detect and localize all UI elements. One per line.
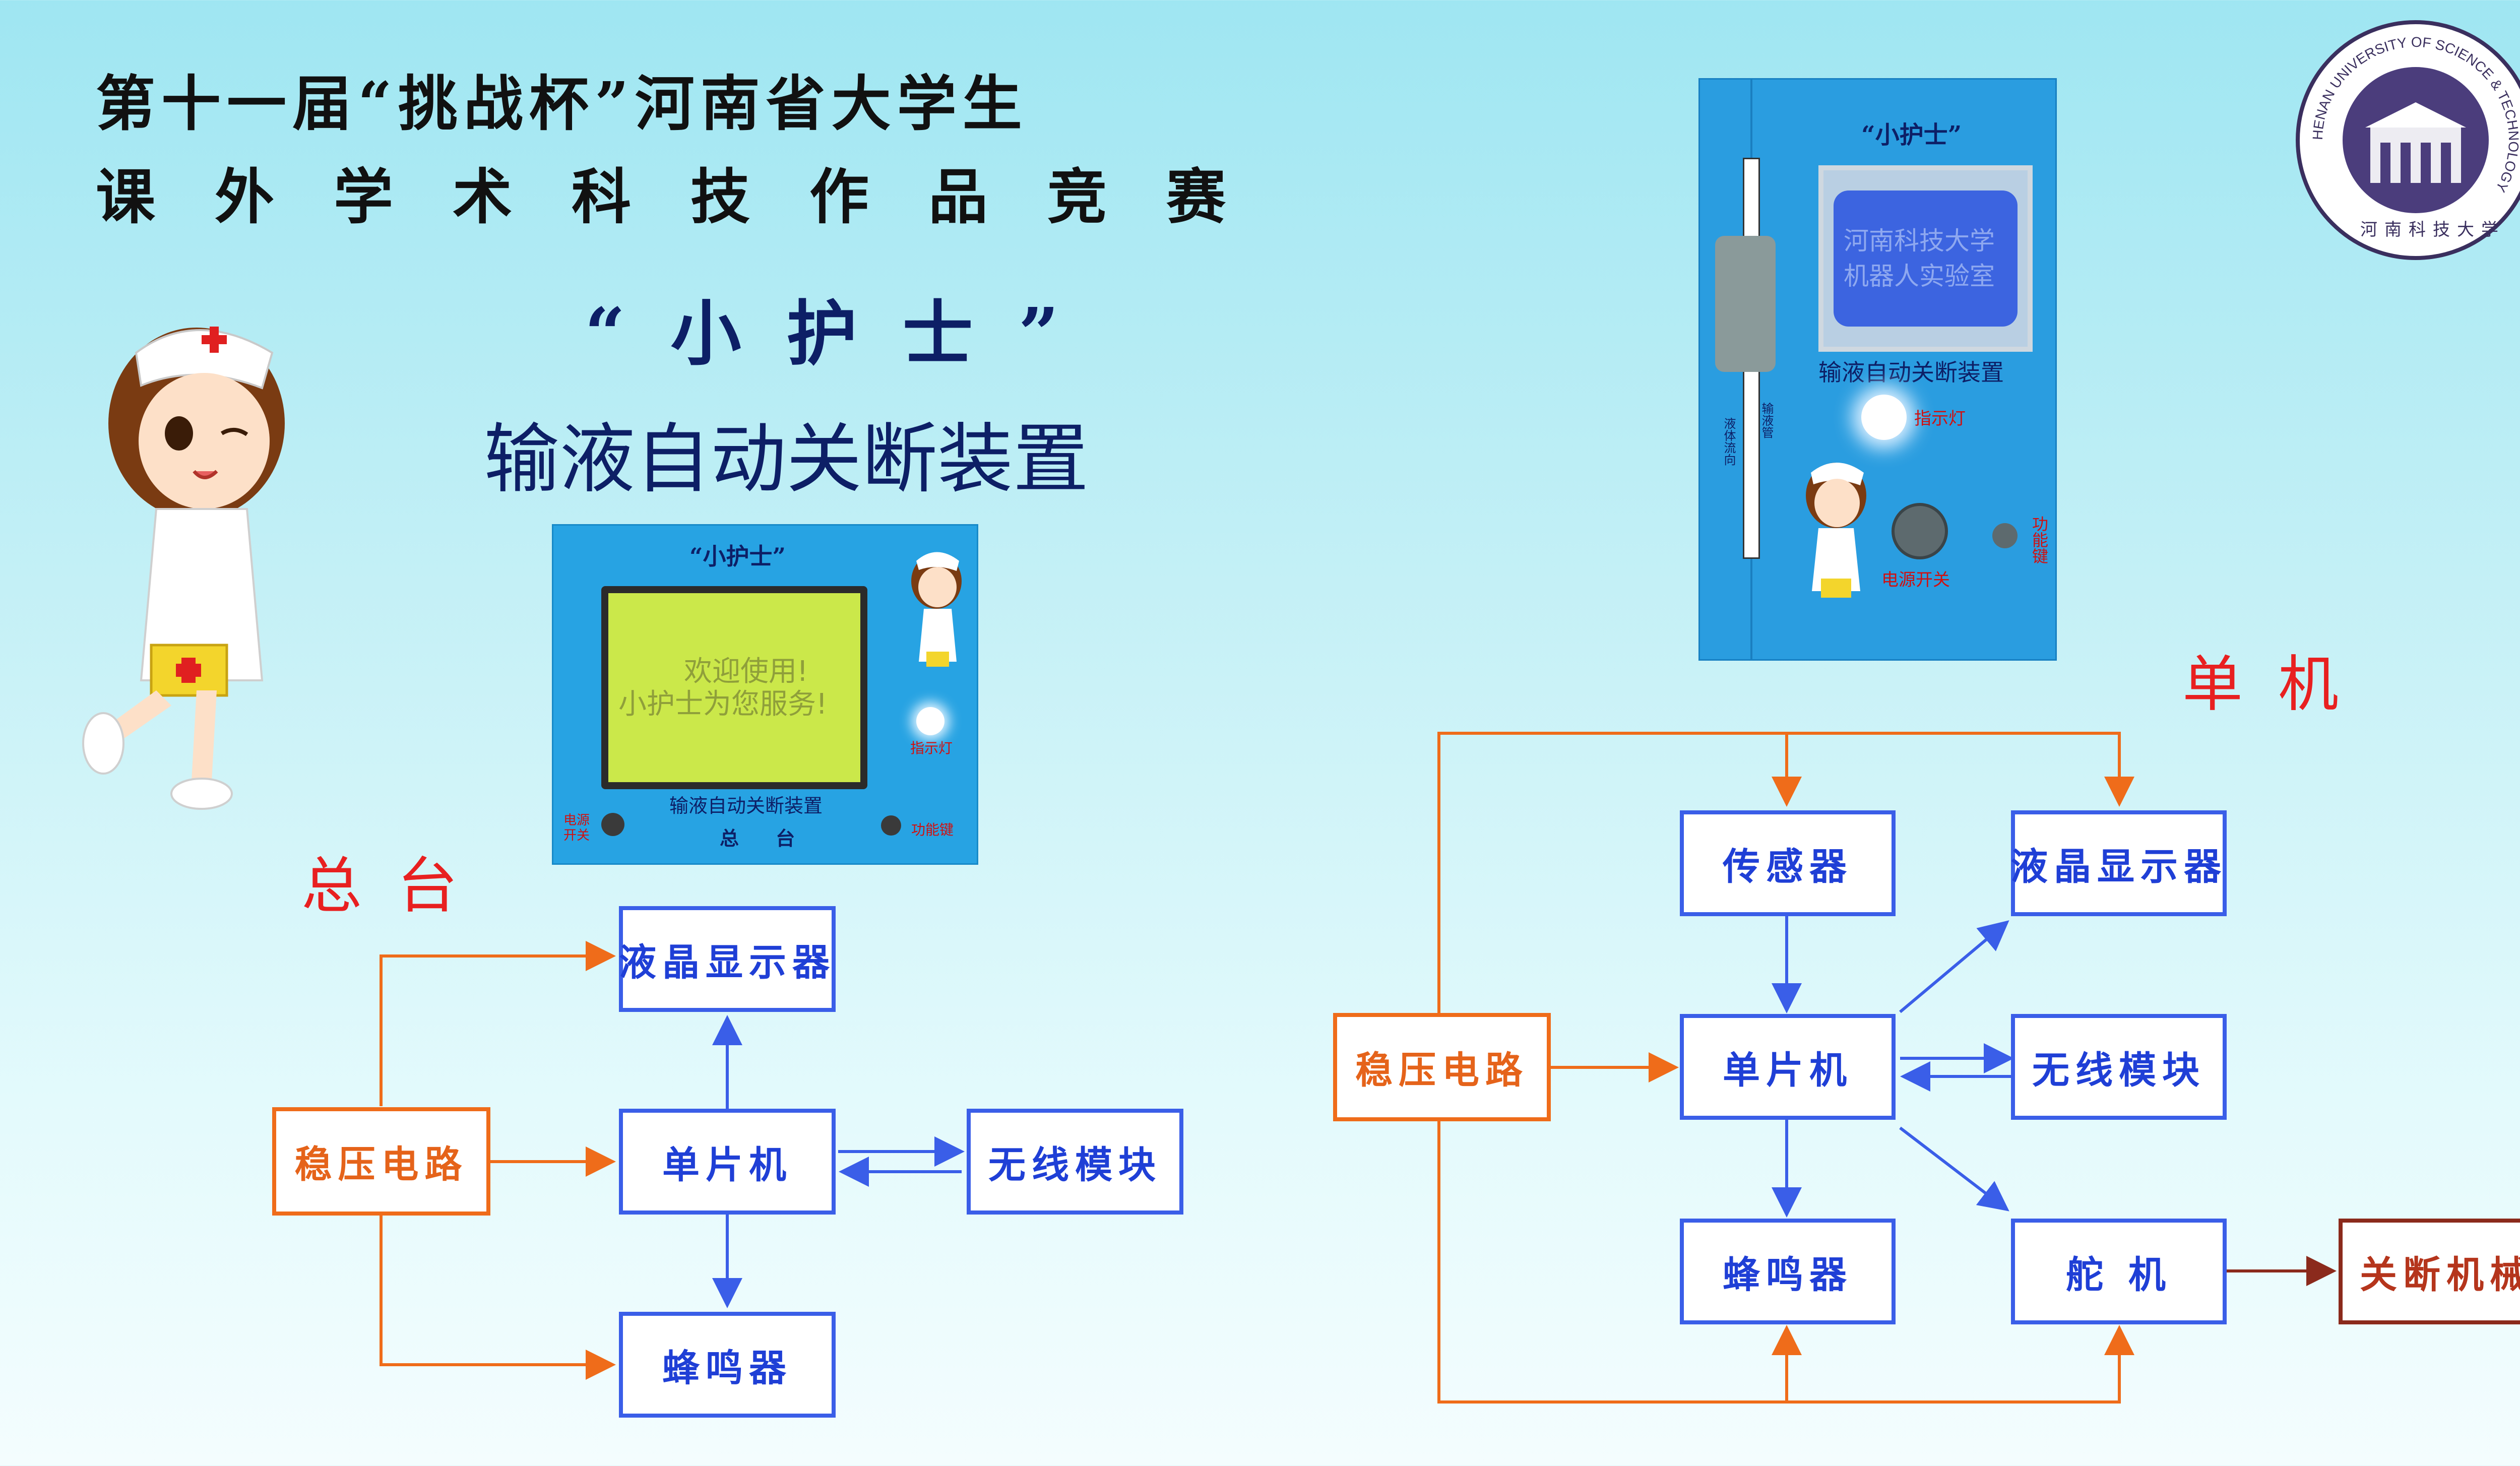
competition-title-line1: 第十一届“挑战杯”河南省大学生 <box>96 69 1028 139</box>
console-power-lines <box>380 941 616 1380</box>
unit-wireless-box: 无线模块 <box>2011 1014 2227 1120</box>
unit-power-lines <box>1437 732 2134 1404</box>
unit-lcd-screen: 河南科技大学 机器人实验室 <box>1818 165 2033 352</box>
unit-nurse-icon <box>1806 463 1866 598</box>
unit-power-button[interactable] <box>1892 503 1948 559</box>
console-mcu-box: 单片机 <box>619 1109 836 1215</box>
console-lcd-box: 液晶显示器 <box>619 906 836 1012</box>
unit-buzzer-box: 蜂鸣器 <box>1680 1219 1896 1324</box>
unit-indicator-light <box>1861 395 1907 440</box>
unit-tube-label: 输液管 <box>1759 402 1774 438</box>
console-lcd-screen: 欢迎使用! 小护士为您服务! <box>601 586 867 789</box>
unit-device-name: 输液自动关断装置 <box>1818 359 2004 386</box>
unit-power-switch-label: 电源开关 <box>1881 570 1950 590</box>
unit-lcd-line1: 河南科技大学 <box>1844 226 1995 256</box>
unit-device-photo: “小护士” 输液管 液体流向 河南科技大学 机器人实验室 输液自动关断装置 指示… <box>1698 78 2057 661</box>
console-power-switch-label: 电源 开关 <box>563 813 590 843</box>
unit-servo-box: 舵 机 <box>2011 1219 2227 1324</box>
unit-lcd-box: 液晶显示器 <box>2010 810 2227 916</box>
console-nurse-icon <box>911 552 962 667</box>
unit-clamp[interactable] <box>1715 236 1776 372</box>
unit-signal-lines <box>1772 916 2014 1218</box>
competition-title-line2: 课外学术科技作品竞赛 <box>96 162 1286 232</box>
console-buzzer-box: 蜂鸣器 <box>619 1312 836 1418</box>
logo-cn-text: 河南科技大学 <box>2360 220 2505 240</box>
nurse-cartoon-image <box>82 327 285 810</box>
console-section-label: 总台 <box>301 851 493 921</box>
console-indicator-label: 指示灯 <box>910 740 953 756</box>
unit-section-label: 单机 <box>2182 650 2374 720</box>
console-device-name: 输液自动关断装置 <box>669 795 823 817</box>
console-regulator-box: 稳压电路 <box>272 1107 490 1216</box>
unit-brand: “小护士” <box>1861 121 1962 149</box>
unit-lcd-panel: 河南科技大学 机器人实验室 <box>1834 190 2018 327</box>
console-function-button[interactable] <box>881 815 901 836</box>
console-lcd-line2: 小护士为您服务! <box>618 688 828 721</box>
console-brand: “小护士” <box>689 543 786 570</box>
logo-building-icon <box>2365 102 2466 183</box>
unit-sensor-box: 传感器 <box>1680 810 1896 916</box>
unit-mcu-box: 单片机 <box>1680 1014 1896 1120</box>
console-device-photo: “小护士” 欢迎使用! 小护士为您服务! 指示灯 输液自动关断装置 总 台 电源… <box>552 524 978 865</box>
console-indicator-light <box>916 707 944 735</box>
unit-shutoff-box: 关断机械 <box>2339 1219 2520 1324</box>
unit-regulator-box: 稳压电路 <box>1333 1013 1551 1121</box>
logo-emblem <box>2343 67 2489 213</box>
unit-lcd-line2: 机器人实验室 <box>1844 262 1995 291</box>
unit-function-key-label: 功能键 <box>2030 516 2049 564</box>
unit-flow-label: 液体流向 <box>1722 417 1736 466</box>
console-label: 总 台 <box>720 827 810 850</box>
console-lcd-line1: 欢迎使用! <box>684 655 808 688</box>
unit-indicator-label: 指示灯 <box>1914 409 1966 429</box>
console-wireless-box: 无线模块 <box>967 1109 1183 1215</box>
university-logo: HENAN UNIVERSITY OF SCIENCE & TECHNOLOGY… <box>2296 20 2520 260</box>
console-signal-lines <box>712 1015 965 1308</box>
product-name: “小护士” <box>585 293 1105 375</box>
console-power-button[interactable] <box>601 813 624 836</box>
console-function-key-label: 功能键 <box>911 821 954 838</box>
product-description: 输液自动关断装置 <box>484 416 1089 503</box>
unit-function-button[interactable] <box>1992 523 2018 548</box>
